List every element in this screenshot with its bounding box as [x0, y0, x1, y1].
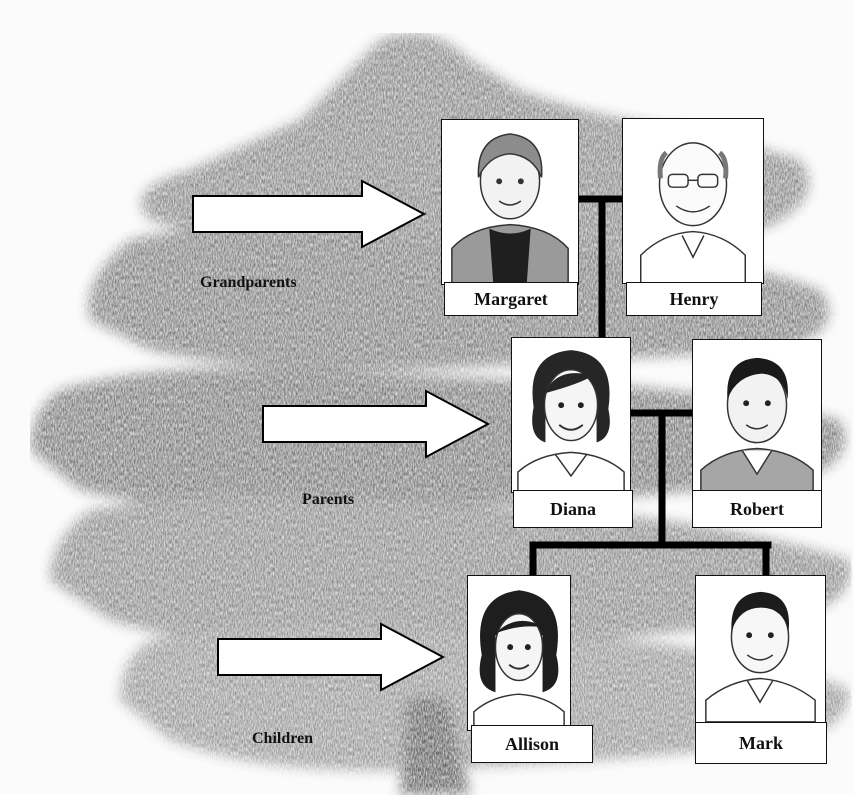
diana-portrait: [511, 337, 631, 493]
grandparents-label: Grandparents: [200, 274, 297, 291]
children-arrow-icon: [217, 622, 446, 692]
robert-portrait: [692, 339, 822, 493]
margaret-portrait: [441, 119, 579, 285]
allison-portrait: [467, 575, 571, 731]
parents-label: Parents: [302, 491, 355, 508]
children-label: Children: [252, 730, 314, 747]
allison-name: Allison: [471, 725, 593, 763]
diana-name: Diana: [513, 490, 633, 528]
henry-portrait: [622, 118, 764, 284]
robert-name: Robert: [692, 490, 822, 528]
margaret-name: Margaret: [444, 282, 578, 316]
grandparents-arrow-icon: [192, 179, 427, 249]
mark-name: Mark: [695, 722, 827, 764]
parents-arrow-icon: [262, 389, 491, 459]
henry-name: Henry: [626, 282, 762, 316]
mark-portrait: [695, 575, 826, 723]
